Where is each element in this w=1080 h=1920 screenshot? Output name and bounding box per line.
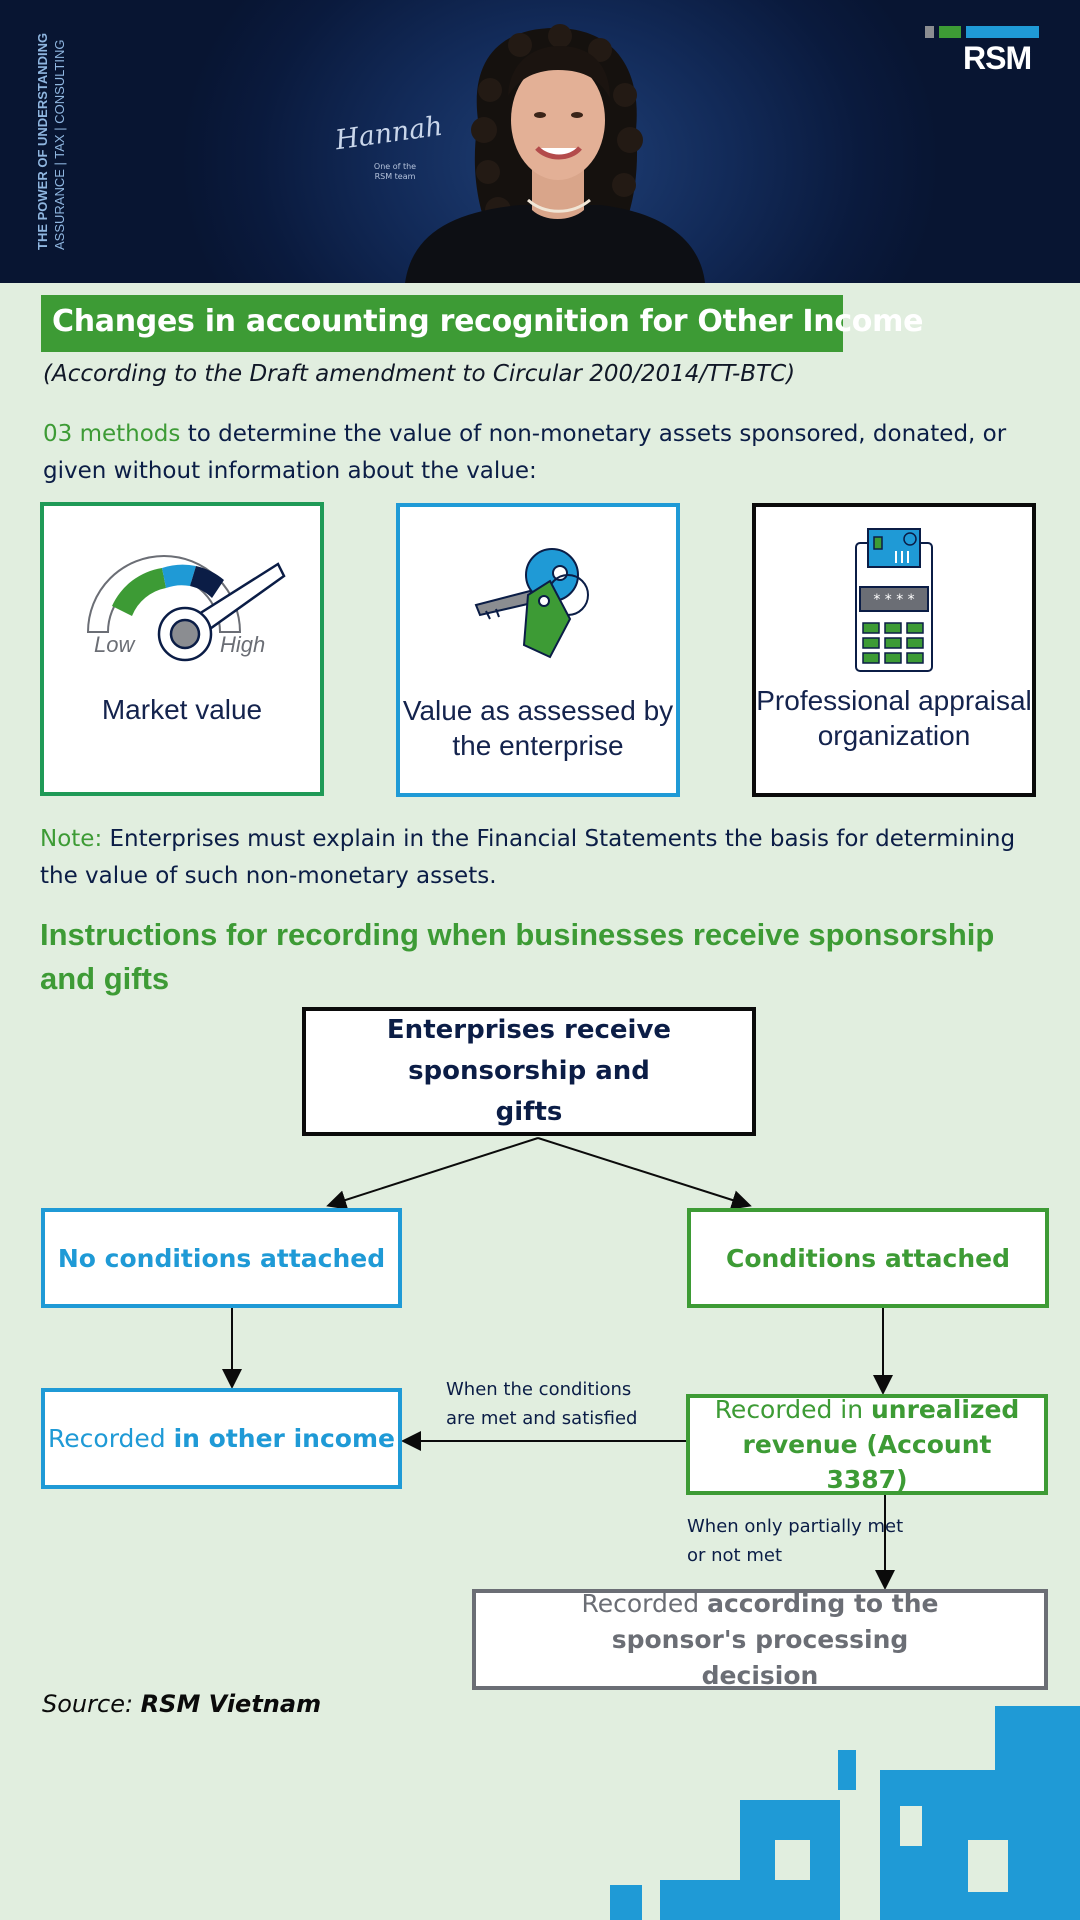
arrow-root-to-conditions [537, 1137, 752, 1210]
flow-no-conditions-text: No conditions attached [57, 1243, 386, 1273]
flow-root-text: Enterprises receive sponsorship and gift… [386, 1015, 672, 1127]
intro-paragraph: 03 methods to determine the value of non… [43, 416, 1043, 490]
calculator-card-icon: * * * * [855, 528, 933, 672]
gauge-high-label: High [220, 632, 266, 657]
note-prefix: Note: [40, 826, 103, 852]
section-heading: Instructions for recording when business… [40, 917, 995, 996]
signature-caption: One of the RSM team [373, 162, 417, 181]
intro-highlight: 03 methods [43, 421, 181, 447]
keys-with-tag-icon [474, 548, 589, 659]
flow-unrealized-bold: unrealized revenue (Account 3387) [742, 1395, 1020, 1494]
gauge-icon [86, 555, 286, 662]
title-bar [41, 295, 843, 352]
flow-sponsor-bold: according to the sponsor's processing de… [611, 1588, 939, 1690]
intro-text: to determine the value of non-monetary a… [43, 421, 1007, 484]
gauge-low-label: Low [94, 632, 135, 657]
method-label: Professional appraisal organization [756, 685, 1032, 751]
page-title: Changes in accounting recognition for Ot… [52, 304, 924, 339]
method-label: Market value [101, 694, 263, 725]
method-label: Value as assessed by the enterprise [402, 695, 674, 761]
rsm-logo-bars-icon [925, 26, 1039, 38]
portrait-photo [405, 24, 705, 283]
method-card-enterprise-assessed: Value as assessed by the enterprise [396, 503, 680, 797]
flow-root-box: Enterprises receive sponsorship and gift… [302, 1007, 756, 1136]
header-banner: THE POWER OF UNDERSTANDING ASSURANCE | T… [0, 0, 1080, 283]
note-text: Enterprises must explain in the Financia… [40, 826, 1016, 889]
arrow-root-to-no-conditions [326, 1137, 539, 1210]
note-paragraph: Note: Enterprises must explain in the Fi… [40, 821, 1040, 895]
flow-other-income-prefix: Recorded [48, 1424, 174, 1453]
source-name: RSM Vietnam [140, 1690, 322, 1718]
flow-conditions-text: Conditions attached [726, 1243, 1010, 1273]
source-prefix: Source: [42, 1690, 141, 1718]
source-credit: Source: RSM Vietnam [42, 1690, 321, 1718]
flow-unrealized-prefix: Recorded in [714, 1395, 871, 1424]
method-card-professional-appraisal: * * * * Professional appraisal organizat… [752, 503, 1036, 797]
flow-other-income-bold: in other income [173, 1424, 395, 1453]
flow-label-conditions-met: When the conditions are met and satisfie… [446, 1379, 638, 1429]
svg-text:* * * *: * * * * [873, 592, 914, 608]
flow-sponsor-prefix: Recorded [581, 1588, 708, 1618]
flow-no-conditions-box: No conditions attached [41, 1208, 402, 1308]
method-card-market-value: Low High Market value [40, 502, 324, 796]
flow-other-income-box: Recorded in other income [41, 1388, 402, 1489]
flow-conditions-box: Conditions attached [687, 1208, 1049, 1308]
flow-label-partially-met: When only partially met or not met [687, 1516, 904, 1566]
flow-unrealized-revenue-box: Recorded in unrealized revenue (Account … [686, 1394, 1048, 1495]
page-subtitle: (According to the Draft amendment to Cir… [43, 361, 796, 387]
rsm-logo: RSM [963, 40, 1032, 76]
flow-sponsor-decision-box: Recorded according to the sponsor's proc… [472, 1589, 1048, 1690]
